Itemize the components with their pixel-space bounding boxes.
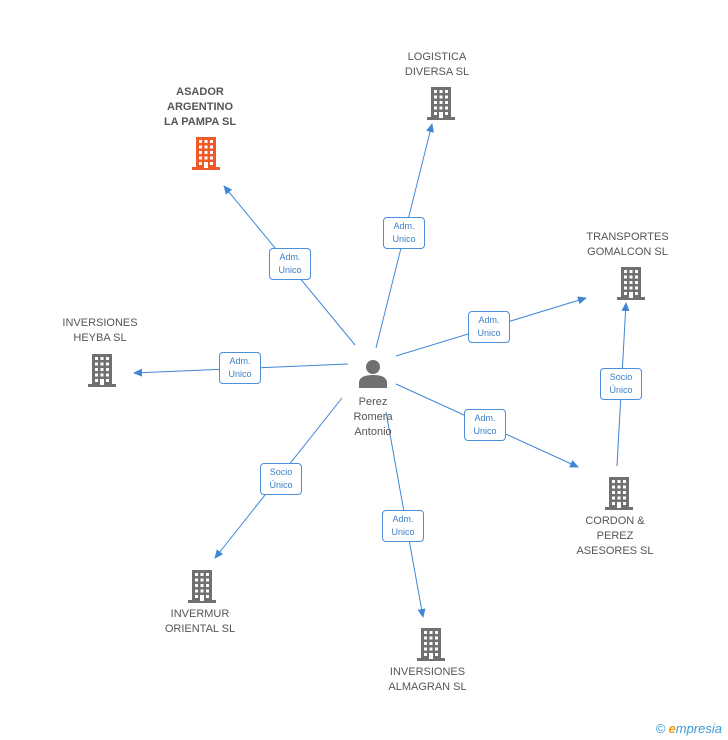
relation-badge-center-logistica[interactable]: Adm. Unico bbox=[383, 217, 425, 249]
relation-badge-cordon-transportes[interactable]: Socio Único bbox=[600, 368, 642, 400]
company-node-asador[interactable] bbox=[190, 135, 222, 176]
relation-badge-center-almagran[interactable]: Adm. Unico bbox=[382, 510, 424, 542]
company-label-heyba[interactable]: INVERSIONES HEYBA SL bbox=[62, 317, 138, 344]
relation-badge-center-asador[interactable]: Adm. Unico bbox=[269, 248, 311, 280]
building-icon bbox=[192, 137, 220, 170]
person-icon bbox=[359, 360, 387, 388]
company-label-transportes[interactable]: TRANSPORTES GOMALCON SL bbox=[586, 231, 669, 258]
company-label-cordon[interactable]: CORDON & PEREZ ASESORES SL bbox=[576, 515, 654, 557]
brand-logo-text: mpresia bbox=[675, 721, 722, 736]
company-label-invermur[interactable]: INVERMUR ORIENTAL SL bbox=[164, 608, 236, 635]
relation-badge-center-heyba[interactable]: Adm. Unico bbox=[219, 352, 261, 384]
building-icon bbox=[188, 570, 216, 603]
relation-badge-center-cordon[interactable]: Adm. Unico bbox=[464, 409, 506, 441]
person-name[interactable]: Perez Romera Antonio bbox=[353, 396, 393, 438]
company-node-almagran[interactable] bbox=[415, 626, 447, 667]
company-node-transportes[interactable] bbox=[615, 265, 647, 306]
company-node-cordon[interactable] bbox=[603, 475, 635, 516]
brand-logo-initial: e bbox=[668, 721, 676, 736]
building-icon bbox=[88, 354, 116, 387]
company-node-heyba[interactable] bbox=[86, 352, 118, 393]
brand-footer: ©empresia bbox=[656, 721, 722, 736]
company-label-asador[interactable]: ASADOR ARGENTINO LA PAMPA SL bbox=[163, 86, 237, 128]
building-icon bbox=[427, 87, 455, 120]
person-node[interactable] bbox=[358, 358, 388, 393]
building-icon bbox=[605, 477, 633, 510]
relation-badge-center-invermur[interactable]: Socio Único bbox=[260, 463, 302, 495]
company-label-logistica[interactable]: LOGISTICA DIVERSA SL bbox=[404, 51, 470, 78]
company-node-invermur[interactable] bbox=[186, 568, 218, 609]
building-icon bbox=[417, 628, 445, 661]
company-node-logistica[interactable] bbox=[425, 85, 457, 126]
copyright-icon: © bbox=[655, 721, 666, 736]
company-label-almagran[interactable]: INVERSIONES ALMAGRAN SL bbox=[388, 666, 467, 693]
building-icon bbox=[617, 267, 645, 300]
relation-badge-center-transportes[interactable]: Adm. Unico bbox=[468, 311, 510, 343]
